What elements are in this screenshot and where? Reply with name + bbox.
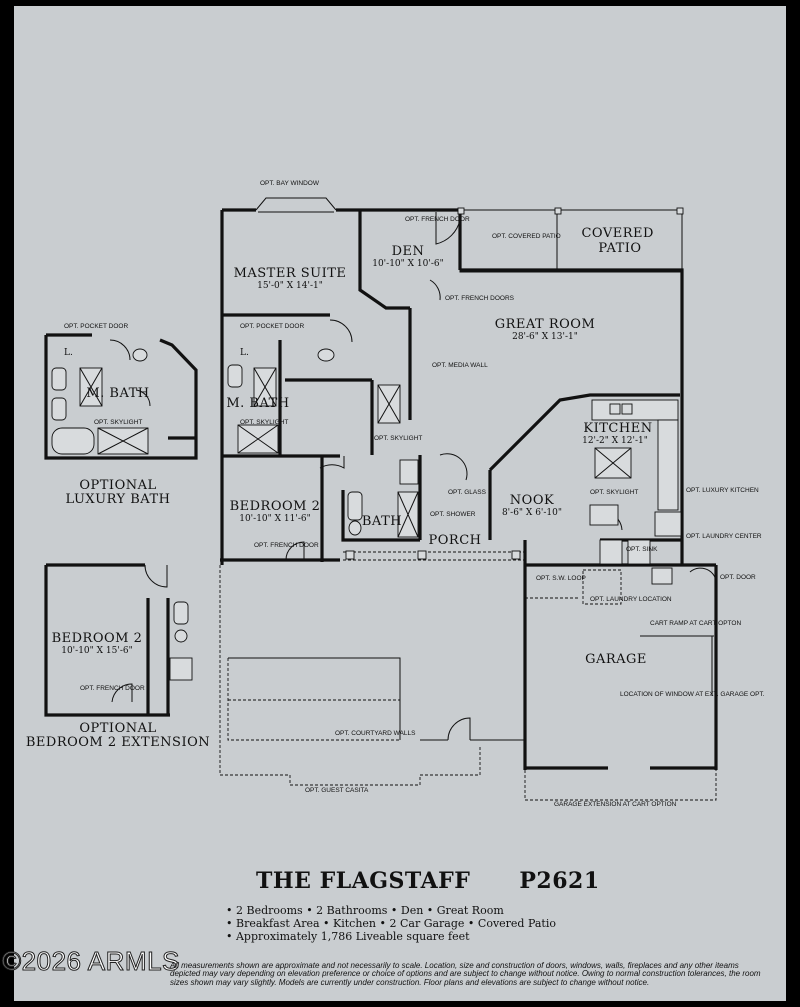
great-room-label: GREAT ROOM xyxy=(495,317,596,332)
note-door: OPT. DOOR xyxy=(720,574,756,581)
kitchen-label: KITCHEN xyxy=(583,421,652,436)
garage-details xyxy=(524,567,717,801)
note-skylight-hall: OPT. SKYLIGHT xyxy=(374,435,422,442)
note-luxury-kitchen: OPT. LUXURY KITCHEN xyxy=(686,487,759,494)
bay-window xyxy=(255,197,337,213)
note-french-doors: OPT. FRENCH DOORS xyxy=(445,295,515,302)
covered-patio-word-1: COVERED xyxy=(581,226,653,241)
note-covered-patio: OPT. COVERED PATIO xyxy=(492,233,561,240)
bedroom2-label: BEDROOM 2 xyxy=(230,499,321,514)
linen-label: L. xyxy=(240,348,249,358)
porch-label: PORCH xyxy=(429,533,482,548)
master-suite-label: MASTER SUITE xyxy=(234,266,347,281)
feature-line-1: • 2 Bedrooms • 2 Bathrooms • Den • Great… xyxy=(226,904,504,917)
note-bay-window: OPT. BAY WINDOW xyxy=(260,180,320,187)
door-swings xyxy=(285,212,623,561)
watermark: ©2026 ARMLS xyxy=(2,946,180,977)
bedroom-ext-caption-1: OPTIONAL xyxy=(79,721,156,736)
plan-code: P2621 xyxy=(519,868,600,894)
lux-m-bath-label: M. BATH xyxy=(86,386,149,401)
note-garage-extension: GARAGE EXTENSION AT CART OPTION xyxy=(554,801,677,808)
main-bath-fixtures xyxy=(227,348,419,538)
main-house-walls xyxy=(220,208,718,770)
note-skylight-lux: OPT. SKYLIGHT xyxy=(94,419,142,426)
note-lux-pocket-door: OPT. POCKET DOOR xyxy=(64,323,128,330)
plan-title: THE FLAGSTAFF P2621 xyxy=(256,868,599,894)
feature-line-3: • Approximately 1,786 Liveable square fe… xyxy=(226,930,470,943)
covered-patio-outline xyxy=(457,207,684,273)
luxury-bath-caption-1: OPTIONAL xyxy=(79,478,156,493)
covered-patio-word-2: PATIO xyxy=(598,241,641,256)
note-skylight-kitchen: OPT. SKYLIGHT xyxy=(590,489,638,496)
note-window-location: LOCATION OF WINDOW AT EXT. GARAGE OPT. xyxy=(620,691,765,698)
nook-label: NOOK xyxy=(510,493,554,508)
bedroom2-size: 10'-10" X 11'-6" xyxy=(239,514,311,524)
lux-linen-label: L. xyxy=(64,348,73,358)
great-room-size: 28'-6" X 13'-1" xyxy=(512,332,578,342)
garage-label: GARAGE xyxy=(585,652,647,667)
note-cart-ramp: CART RAMP AT CART OPTON xyxy=(650,620,741,627)
note-sw-loop: OPT. S.W. LOOP xyxy=(536,575,586,582)
ext-bedroom2-size: 10'-10" X 15'-6" xyxy=(61,646,133,656)
m-bath-label: M. BATH xyxy=(226,396,289,411)
note-shower: OPT. SHOWER xyxy=(430,511,476,518)
bath-label: BATH xyxy=(362,514,402,529)
porch-courtyard xyxy=(219,550,525,786)
bedroom-extension-inset xyxy=(44,563,193,717)
kitchen-size: 12'-2" X 12'-1" xyxy=(582,436,648,446)
plan-name: THE FLAGSTAFF xyxy=(256,868,471,894)
kitchen-fixtures xyxy=(589,399,682,565)
note-french-door-den: OPT. FRENCH DOOR xyxy=(405,216,470,223)
note-glass: OPT. GLASS xyxy=(448,489,487,496)
plan-features: • 2 Bedrooms • 2 Bathrooms • Den • Great… xyxy=(226,904,646,943)
note-sink: OPT. SINK xyxy=(626,546,658,553)
disclaimer-text: All measurements shown are approximate a… xyxy=(170,961,761,987)
note-courtyard-walls: OPT. COURTYARD WALLS xyxy=(335,730,416,737)
feature-line-2: • Breakfast Area • Kitchen • 2 Car Garag… xyxy=(226,917,556,930)
covered-patio-label: COVERED PATIO xyxy=(581,226,658,256)
note-laundry-location: OPT. LAUNDRY LOCATION xyxy=(590,596,672,603)
note-laundry-center: OPT. LAUNDRY CENTER xyxy=(686,533,762,540)
note-french-door-ext: OPT. FRENCH DOOR xyxy=(80,685,145,692)
nook-size: 8'-6" X 6'-10" xyxy=(502,508,562,518)
note-pocket-door: OPT. POCKET DOOR xyxy=(240,323,304,330)
master-suite-size: 15'-0" X 14'-1" xyxy=(257,281,323,291)
den-label: DEN xyxy=(392,244,425,259)
den-size: 10'-10" X 10'-6" xyxy=(372,259,444,269)
note-skylight-mbath: OPT. SKYLIGHT xyxy=(240,419,288,426)
bedroom-ext-caption-2: BEDROOM 2 EXTENSION xyxy=(26,735,210,750)
ext-bedroom2-label: BEDROOM 2 xyxy=(52,631,143,646)
luxury-bath-caption-2: LUXURY BATH xyxy=(66,492,171,507)
note-media-wall: OPT. MEDIA WALL xyxy=(432,362,488,369)
note-guest-casita: OPT. GUEST CASITA xyxy=(305,787,369,794)
note-french-door-bed2: OPT. FRENCH DOOR xyxy=(254,542,319,549)
luxury-bath-inset xyxy=(44,333,198,460)
